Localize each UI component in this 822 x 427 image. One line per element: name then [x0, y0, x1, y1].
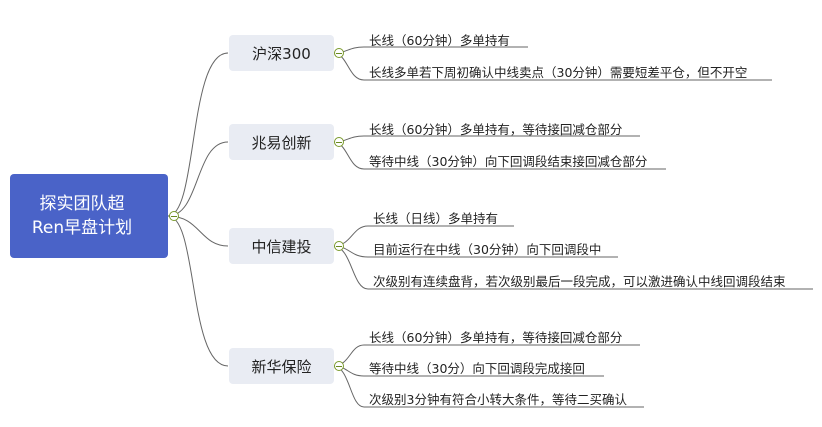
branch-label: 新华保险	[251, 357, 312, 376]
branch-label: 兆易创新	[251, 133, 312, 152]
leaf-topic[interactable]: 长线多单若下周初确认中线卖点（30分钟）需要短差平仓，但不开空	[369, 65, 748, 80]
root-topic-line2: Ren早盘计划	[31, 218, 133, 238]
branch-topic-xinhua[interactable]: 新华保险	[229, 348, 334, 384]
leaf-topic[interactable]: 次级别有连续盘背，若次级别最后一段完成，可以激进确认中线回调段结束	[373, 274, 786, 289]
leaf-topic[interactable]: 等待中线（30分）向下回调段完成接回	[369, 361, 585, 376]
root-topic[interactable]: 探实团队超 Ren早盘计划	[10, 174, 168, 258]
connector-root-b0	[167, 52, 229, 217]
leaf-topic[interactable]: 长线（60分钟）多单持有	[369, 33, 510, 48]
branch-label: 中信建投	[251, 237, 312, 256]
connector-root-b1	[167, 141, 229, 217]
leaf-topic[interactable]: 目前运行在中线（30分钟）向下回调段中	[373, 242, 602, 257]
leaf-topic[interactable]: 次级别3分钟有符合小转大条件，等待二买确认	[369, 392, 627, 407]
collapse-toggle-root[interactable]	[169, 211, 179, 221]
root-topic-line1: 探实团队超	[39, 194, 125, 214]
branch-label: 沪深300	[252, 44, 311, 63]
leaf-topic[interactable]: 长线（日线）多单持有	[373, 211, 499, 226]
leaf-topic[interactable]: 长线（60分钟）多单持有，等待接回减仓部分	[369, 330, 623, 345]
branch-topic-hs300[interactable]: 沪深300	[229, 35, 334, 71]
collapse-toggle-citic[interactable]	[334, 241, 344, 251]
branch-topic-citic[interactable]: 中信建投	[229, 228, 334, 264]
branch-topic-zhaoyi[interactable]: 兆易创新	[229, 124, 334, 160]
leaf-topic[interactable]: 长线（60分钟）多单持有，等待接回减仓部分	[369, 122, 623, 137]
collapse-toggle-zhaoyi[interactable]	[334, 137, 344, 147]
leaf-topic[interactable]: 等待中线（30分钟）向下回调段结束接回减仓部分	[369, 154, 648, 169]
connector-root-b3	[167, 215, 229, 367]
collapse-toggle-hs300[interactable]	[334, 48, 344, 58]
connector-root-b2	[167, 215, 229, 247]
collapse-toggle-xinhua[interactable]	[334, 361, 344, 371]
